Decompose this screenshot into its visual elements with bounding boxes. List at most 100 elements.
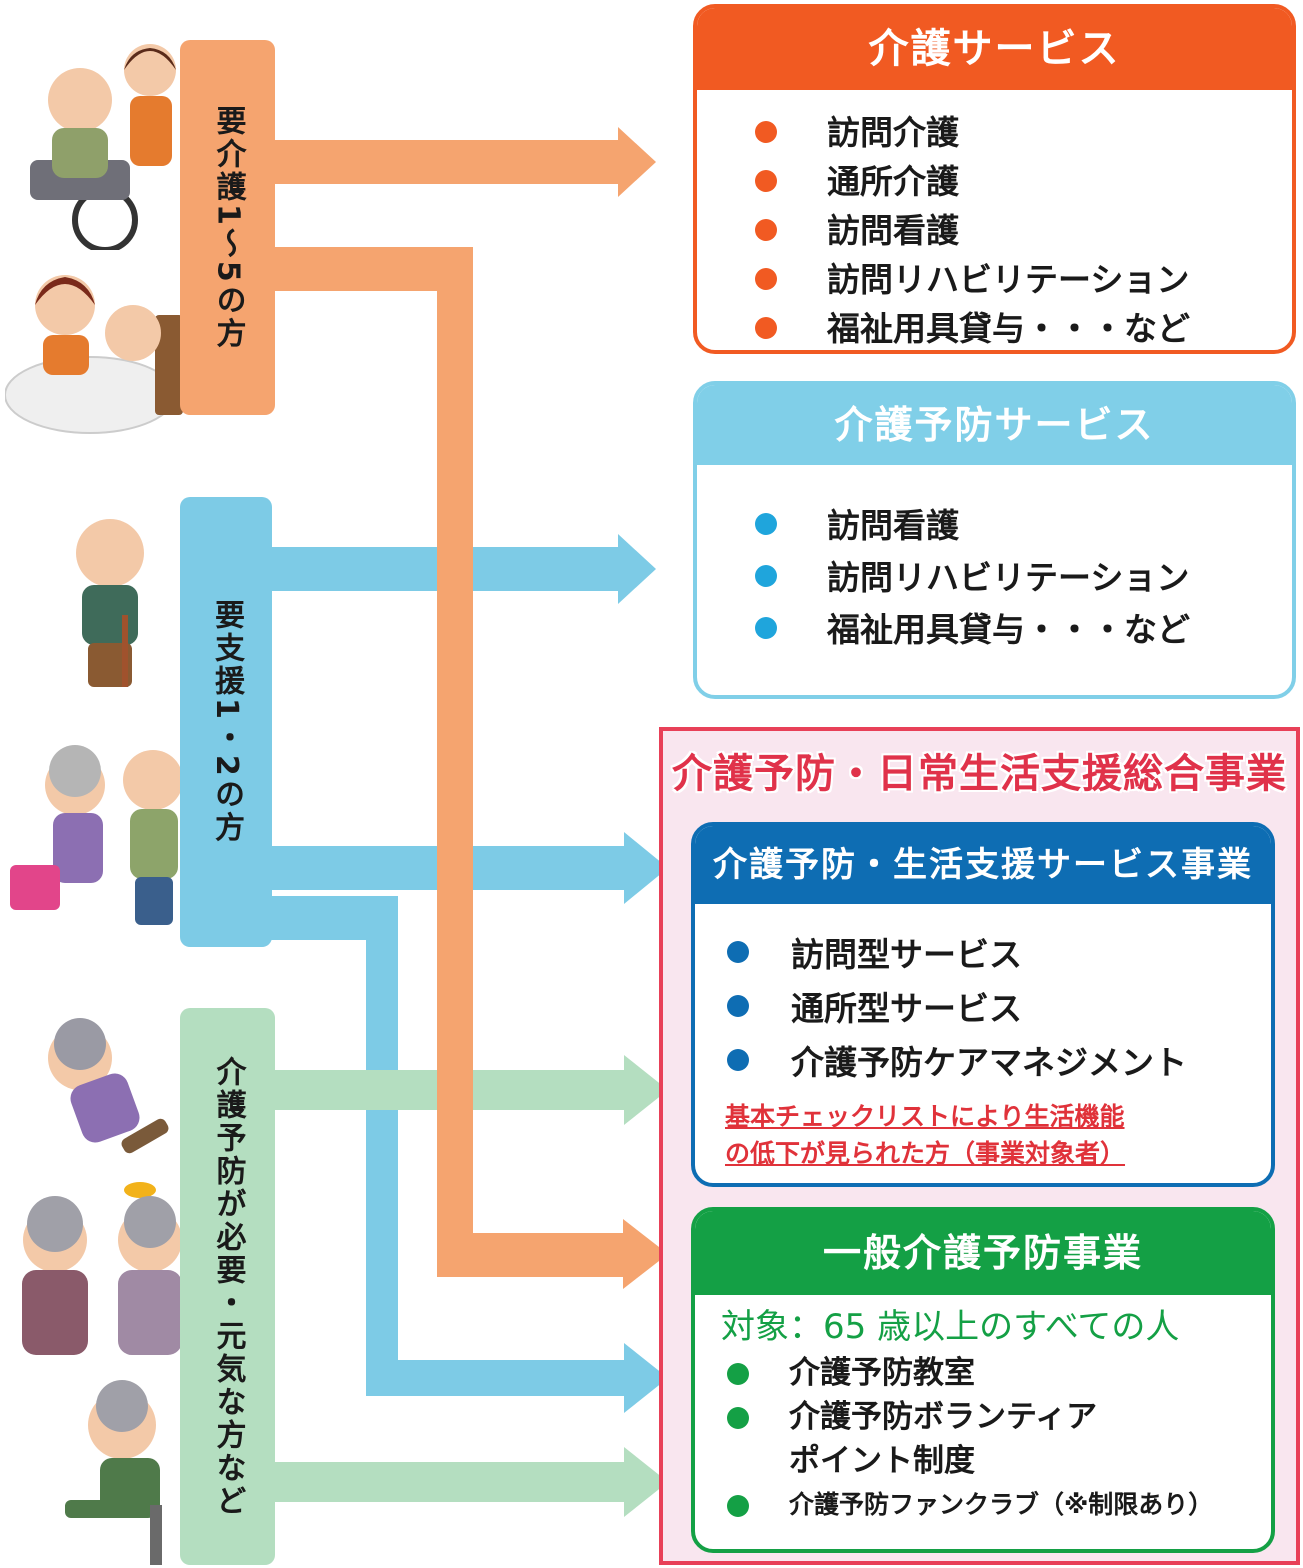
bed-headboard <box>155 315 183 415</box>
support-level-text: 要支援1・2の方 <box>209 599 244 845</box>
support-services-title: 介護予防・生活支援サービス事業 <box>695 826 1271 904</box>
caregiver-wheelchair-illustration <box>30 44 176 250</box>
list-item: 訪問型サービス <box>727 928 1271 982</box>
list-item: 訪問リハビリテーション <box>755 552 1292 604</box>
support-arrowhead-support-services <box>624 832 668 904</box>
caregiver-head <box>35 275 95 335</box>
bullet-icon <box>755 219 777 241</box>
list-item: 介護予防ケアマネジメント <box>727 1036 1271 1090</box>
bullet-icon <box>755 317 777 339</box>
prevention-connector-to-general <box>270 1462 628 1502</box>
elderly-couple-walker-illustration <box>10 745 183 925</box>
eligibility-note-line: 基本チェックリストにより生活機能 <box>725 1102 1125 1131</box>
prevention-label: 介護予防が必要・元気な方など <box>180 1008 275 1565</box>
bullet-icon <box>755 565 777 587</box>
bedside-care-illustration <box>5 275 183 434</box>
bullet-icon <box>727 995 749 1017</box>
bullet-icon <box>755 170 777 192</box>
elder-leg <box>65 1500 125 1518</box>
man-legs <box>135 877 173 925</box>
care-connector-to-general <box>437 1233 627 1277</box>
care-connector-vertical-overlay <box>437 540 473 600</box>
general-prevention-target: 対象：65 歳以上のすべての人 <box>721 1307 1180 1347</box>
prevention-services-title: 介護予防サービス <box>697 385 1292 465</box>
woman-left-hair <box>27 1196 83 1252</box>
support-connector-to-general <box>366 1360 628 1396</box>
care-services-title: 介護サービス <box>697 8 1292 90</box>
list-item: 介護予防ファンクラブ（※制限あり） <box>727 1483 1271 1527</box>
support-services-list: 訪問型サービス 通所型サービス 介護予防ケアマネジメント <box>695 904 1271 1090</box>
support-arrowhead-general <box>624 1343 668 1413</box>
prevention-arrowhead-support-services <box>624 1055 668 1125</box>
elder-hair <box>54 1018 106 1070</box>
support-level-label: 要支援1・2の方 <box>180 497 272 947</box>
care-level-text: 要介護1～5の方 <box>210 104 246 351</box>
woman-hair <box>49 745 101 797</box>
bullet-icon <box>755 513 777 535</box>
man-head <box>123 750 183 810</box>
care-services-list: 訪問介護 通所介護 訪問看護 訪問リハビリテーション 福祉用具貸与・・・など <box>697 90 1292 350</box>
list-item: 訪問リハビリテーション <box>755 255 1292 304</box>
caregiver-hair <box>35 277 95 305</box>
woman-right-hair <box>124 1196 176 1248</box>
eligibility-note: 基本チェックリストにより生活機能 の低下が見られた方（事業対象者） <box>695 1090 1271 1172</box>
list-item: 通所介護 <box>755 157 1292 206</box>
elder-body <box>52 128 108 178</box>
elder-falling-illustration <box>48 1018 169 1198</box>
prevention-arrowhead-general <box>624 1447 668 1517</box>
caregiver-head <box>124 44 176 96</box>
elder-leg-exercise-illustration <box>65 1380 162 1565</box>
elder-with-cane-illustration <box>76 519 144 687</box>
eligibility-note-line: の低下が見られた方（事業対象者） <box>725 1139 1126 1168</box>
woman-left-body <box>22 1270 88 1355</box>
care-arrowhead-care-services <box>618 127 656 197</box>
bullet-icon <box>727 1363 749 1385</box>
list-item: 訪問介護 <box>755 108 1292 157</box>
care-connector-vertical <box>437 247 473 1275</box>
elder-body <box>82 585 138 645</box>
list-item: 福祉用具貸与・・・など <box>755 304 1292 350</box>
list-item: 訪問看護 <box>755 206 1292 255</box>
bullet-icon <box>727 1495 749 1517</box>
bullet-icon <box>727 941 749 963</box>
general-prevention-list: 介護予防教室 介護予防ボランティア ポイント制度 介護予防ファンクラブ（※制限あ… <box>695 1351 1271 1527</box>
walker <box>10 865 60 910</box>
caregiver-hair <box>124 48 176 70</box>
bed-blanket <box>5 356 176 434</box>
prevention-text: 介護予防が必要・元気な方など <box>210 1055 246 1518</box>
bullet-icon <box>727 1407 749 1429</box>
bullet-icon <box>755 617 777 639</box>
elder-legs <box>88 643 132 687</box>
elder-head <box>48 68 112 132</box>
woman-body <box>53 813 103 883</box>
care-connector-to-care-services <box>270 140 622 184</box>
elder-head <box>76 519 144 587</box>
caregiver-body <box>130 96 172 166</box>
support-arrowhead-prevention-services <box>618 534 656 604</box>
care-connector-vertical-overlay-3 <box>437 1065 473 1115</box>
man-body <box>130 809 178 879</box>
support-services-box: 介護予防・生活支援サービス事業 訪問型サービス 通所型サービス 介護予防ケアマネ… <box>691 822 1275 1187</box>
care-connector-vertical-overlay-2 <box>437 840 473 950</box>
list-item-continuation: ポイント制度 <box>789 1443 975 1479</box>
list-item: 通所型サービス <box>727 982 1271 1036</box>
caregiver-apron <box>43 335 89 375</box>
bullet-icon <box>755 121 777 143</box>
list-item: 介護予防教室 <box>727 1351 1271 1395</box>
list-item: 福祉用具貸与・・・など <box>755 604 1292 656</box>
support-connector-vertical <box>366 896 398 1396</box>
bullet-icon <box>727 1049 749 1071</box>
prevention-services-list: 訪問看護 訪問リハビリテーション 福祉用具貸与・・・など <box>697 465 1292 656</box>
elder-head <box>105 305 161 361</box>
elder-hair <box>96 1380 148 1432</box>
woman-right-body <box>118 1270 182 1355</box>
care-level-label: 要介護1～5の方 <box>180 40 275 415</box>
care-arrowhead-general <box>623 1219 668 1289</box>
list-item: 訪問看護 <box>755 500 1292 552</box>
general-prevention-title: 一般介護予防事業 <box>695 1211 1271 1295</box>
list-item: 介護予防ボランティア <box>727 1395 1271 1439</box>
general-prevention-box: 一般介護予防事業 対象：65 歳以上のすべての人 介護予防教室 介護予防ボランテ… <box>691 1207 1275 1553</box>
cane <box>122 615 128 687</box>
fall-mark <box>124 1182 156 1198</box>
